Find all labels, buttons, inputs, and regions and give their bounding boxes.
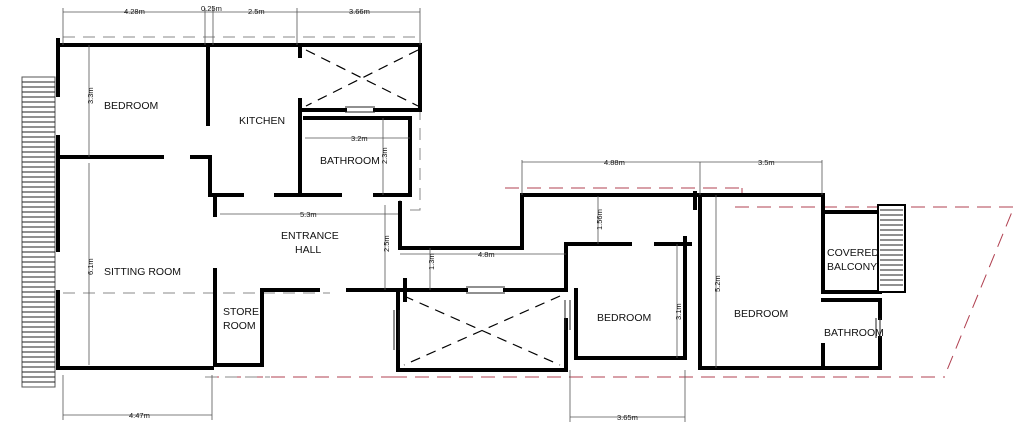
dim-4-88: 4.88m [604,158,625,167]
dim-1-56: 1.56m [595,209,604,230]
room-label-entrance-hall-2: HALL [295,244,321,256]
room-label-covered-balcony-2: BALCONY [827,261,877,273]
room-label-store-room: STORE [223,306,259,318]
site-boundary-south [63,292,330,378]
room-label-entrance-hall: ENTRANCE [281,230,339,242]
room-label-bathroom-2: BATHROOM [824,327,884,339]
room-label-bathroom: BATHROOM [320,155,380,167]
room-label-covered-balcony: COVERED [827,247,879,259]
room-label-bedroom-2: BEDROOM [597,312,651,324]
dim-3-3: 3.3m [86,87,95,104]
west-balcony-hatch [21,76,56,388]
dim-2-5-hall: 2.5m [382,235,391,252]
dim-2-5-top: 2.5m [248,7,265,16]
dimension-lines [62,8,823,422]
dim-0-25: 0.25m [201,4,222,13]
room-label-sitting-room: SITTING ROOM [104,266,181,278]
dim-4-47: 4.47m [129,411,150,420]
dim-5-3: 5.3m [300,210,317,219]
dim-3-1: 3.1m [674,303,683,320]
room-label-store-room-2: ROOM [223,320,256,332]
room-label-bedroom: BEDROOM [104,100,158,112]
light-well-north [305,49,419,107]
dim-3-2: 3.2m [351,134,368,143]
dim-6-1: 6.1m [86,258,95,275]
walls-west [56,38,882,372]
dim-3-5: 3.5m [758,158,775,167]
dim-4-8: 4.8m [478,250,495,259]
east-balcony-hatch [877,204,906,293]
dim-2-3: 2.3m [380,147,389,164]
site-boundary-east [205,187,1015,378]
room-label-bedroom-3: BEDROOM [734,308,788,320]
windows [345,106,881,350]
dim-1-3: 1.3m [427,253,436,270]
dim-5-2: 5.2m [713,275,722,292]
dim-3-65: 3.65m [617,413,638,422]
dim-3-66: 3.66m [349,7,370,16]
light-well-south [403,295,561,366]
dim-4-28: 4.28m [124,7,145,16]
room-label-kitchen: KITCHEN [239,115,285,127]
